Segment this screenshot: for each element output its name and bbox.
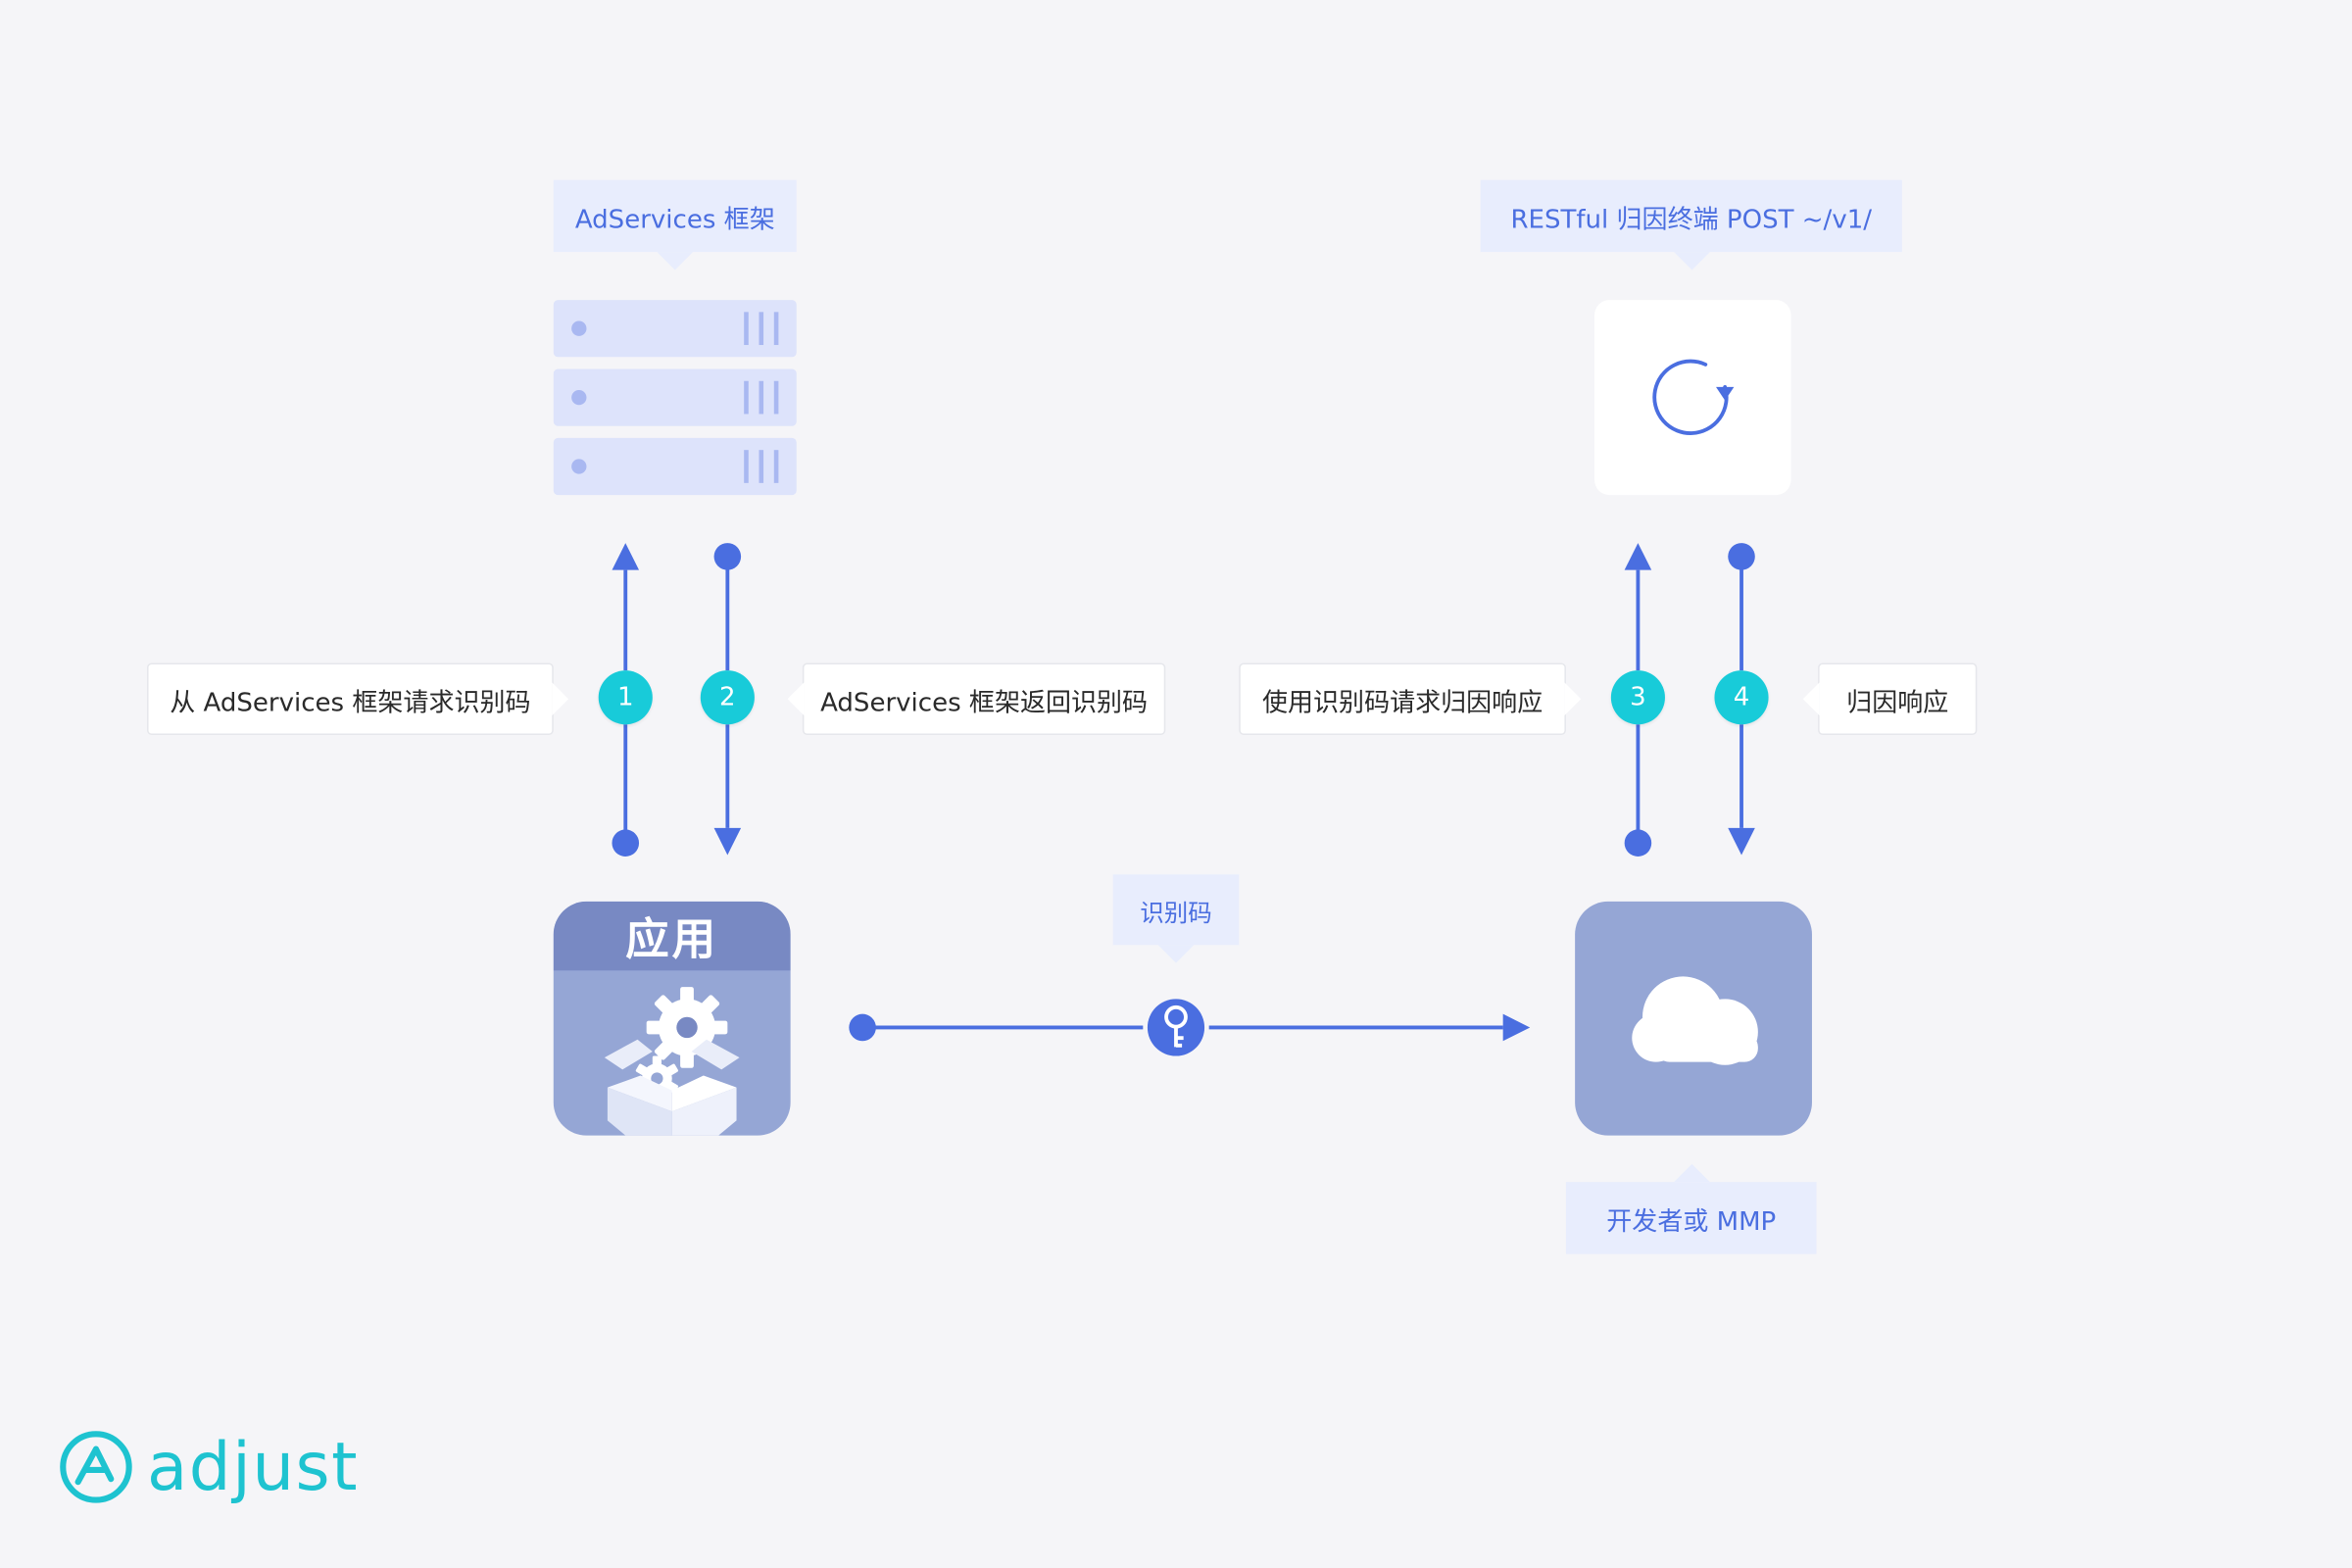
token-callout-label: 识别码	[1140, 898, 1212, 927]
step-1-number: 1	[616, 682, 634, 713]
server-unit	[553, 300, 797, 358]
step-2-label-text: AdServices 框架返回识别码	[820, 687, 1149, 718]
line-endpoint	[1728, 543, 1755, 570]
adservices-callout-label: AdServices 框架	[574, 204, 775, 235]
restful-callout: RESTful 归因终端 POST ~/v1/	[1480, 179, 1902, 270]
line-endpoint	[612, 829, 640, 857]
step-2-number: 2	[719, 682, 736, 713]
arrow-head-up	[1624, 543, 1652, 570]
adjust-logo: adjust	[57, 1428, 359, 1506]
step-3-label-text: 使用识别码请求归因响应	[1261, 687, 1544, 718]
step-2-badge: 2	[700, 670, 755, 725]
step-4-number: 4	[1733, 682, 1750, 713]
step-3-label: 使用识别码请求归因响应	[1239, 662, 1582, 735]
step-1-label-text: 从 AdServices 框架请求识别码	[170, 687, 531, 718]
cloud-icon	[1632, 976, 1758, 1065]
step-3-number: 3	[1630, 682, 1646, 713]
app-node: 应用	[553, 901, 791, 1136]
arrow-head-right	[1502, 1013, 1531, 1042]
adjust-logo-icon	[60, 1431, 132, 1503]
step-2-label: AdServices 框架返回识别码	[787, 662, 1166, 735]
app-title: 应用	[553, 901, 791, 971]
arrow-head-down	[1728, 827, 1755, 856]
arrow-head-down	[713, 827, 742, 856]
step-4-label-text: 归因响应	[1846, 687, 1949, 718]
adservices-callout: AdServices 框架	[553, 179, 797, 270]
mmp-callout: 开发者或 MMP	[1565, 1163, 1817, 1254]
key-icon	[1147, 999, 1205, 1056]
line-endpoint	[713, 543, 742, 570]
server-unit	[553, 437, 797, 496]
refresh-icon	[1652, 359, 1735, 435]
step-4-badge: 4	[1714, 670, 1769, 725]
step-1-label: 从 AdServices 框架请求识别码	[146, 662, 569, 735]
adjust-logo-text: adjust	[146, 1428, 360, 1505]
mmp-callout-label: 开发者或 MMP	[1606, 1206, 1777, 1237]
token-callout: 识别码	[1112, 874, 1240, 963]
line-endpoint	[1624, 829, 1652, 857]
step-4-label: 归因响应	[1802, 662, 1978, 735]
mmp-node	[1575, 901, 1812, 1136]
restful-endpoint-card	[1594, 300, 1791, 496]
arrow-head-up	[612, 543, 640, 570]
gear-box-icon	[604, 987, 740, 1136]
server-unit	[553, 368, 797, 426]
restful-callout-label: RESTful 归因终端 POST ~/v1/	[1510, 204, 1873, 235]
step-3-badge: 3	[1610, 670, 1665, 725]
step-1-badge: 1	[598, 670, 653, 725]
